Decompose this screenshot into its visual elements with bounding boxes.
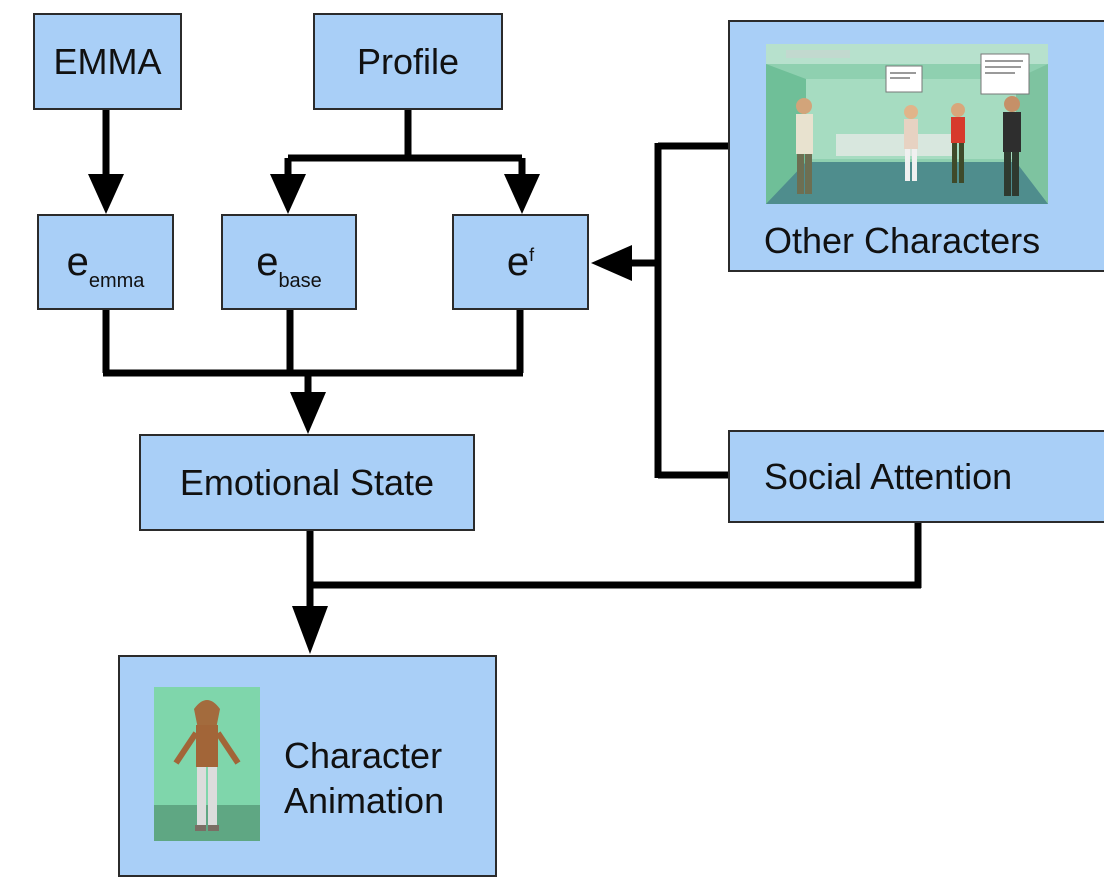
e-emma-label: eemma	[66, 239, 145, 292]
e-base-base-symbol: e	[256, 239, 279, 284]
emma-node: EMMA	[33, 13, 182, 110]
character-animation-node: Character Animation	[118, 655, 497, 877]
arrowhead-e-f-side	[591, 245, 632, 281]
emma-label: EMMA	[53, 40, 162, 82]
character-animation-label-line1: Character	[284, 735, 443, 776]
social-attention-node: Social Attention	[728, 430, 1104, 523]
arrowhead-e-f	[504, 174, 540, 214]
profile-label: Profile	[356, 40, 460, 82]
e-emma-base-symbol: e	[66, 239, 89, 284]
other-characters-node: Other Characters	[728, 20, 1104, 272]
e-f-base-symbol: e	[506, 239, 530, 284]
profile-node: Profile	[313, 13, 503, 110]
character-figure-3	[951, 103, 965, 183]
arrowhead-e-base	[270, 174, 306, 214]
e-f-superscript: f	[529, 244, 535, 265]
e-base-label: ebase	[256, 239, 322, 292]
virtual-room-scene-image	[766, 44, 1048, 204]
arrowhead-e-emma	[88, 174, 124, 214]
e-base-node: ebase	[221, 214, 357, 310]
e-base-subscript: base	[278, 269, 322, 292]
other-characters-label: Other Characters	[764, 220, 1041, 261]
character-figure-1	[796, 98, 813, 194]
character-animation-label-line2: Animation	[284, 780, 445, 821]
social-attention-label: Social Attention	[764, 456, 1013, 497]
arrowhead-emotional-state	[290, 392, 326, 434]
e-emma-subscript: emma	[88, 269, 145, 292]
character-figure-4	[1003, 96, 1021, 196]
female-character-image	[154, 687, 260, 841]
e-emma-node: eemma	[37, 214, 174, 310]
e-f-node: ef	[452, 214, 589, 310]
e-f-label: ef	[507, 240, 534, 285]
character-figure-2	[904, 105, 918, 181]
emotional-state-label: Emotional State	[179, 461, 435, 503]
emotional-state-node: Emotional State	[139, 434, 475, 531]
arrowhead-character-animation	[292, 606, 328, 654]
